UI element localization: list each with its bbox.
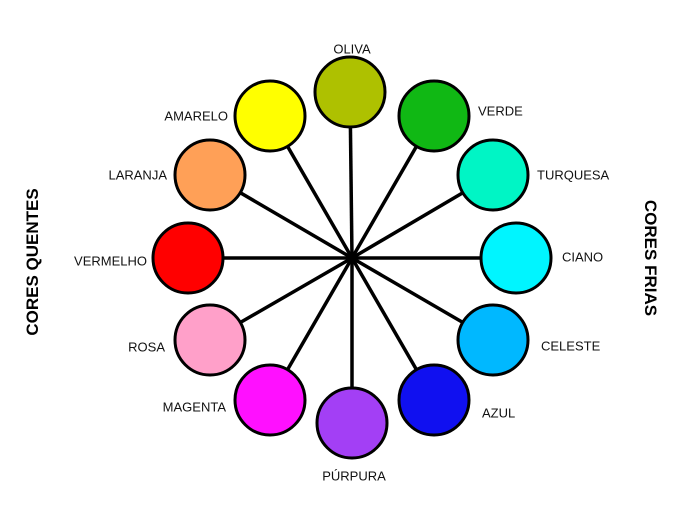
disc-vermelho xyxy=(151,221,225,295)
label-laranja: LARANJA xyxy=(108,167,167,182)
disc-celeste xyxy=(456,303,530,377)
color-discs xyxy=(151,55,553,460)
disc-purpura xyxy=(315,386,389,460)
label-magenta: MAGENTA xyxy=(163,399,227,414)
label-verde: VERDE xyxy=(478,103,523,118)
label-amarelo: AMARELO xyxy=(164,108,228,123)
warm-colors-label: CORES QUENTES xyxy=(23,188,42,335)
label-purpura: PÚRPURA xyxy=(322,468,386,483)
cool-colors-label: CORES FRIAS xyxy=(641,200,660,316)
disc-magenta xyxy=(233,363,307,437)
label-rosa: ROSA xyxy=(128,339,165,354)
label-turquesa: TURQUESA xyxy=(537,167,610,182)
color-labels: OLIVA VERDE TURQUESA CIANO CELESTE AZUL PÚRPUR… xyxy=(74,41,610,483)
label-ciano: CIANO xyxy=(562,249,603,264)
label-celeste: CELESTE xyxy=(541,338,601,353)
spokes xyxy=(188,91,516,423)
disc-turquesa xyxy=(456,138,530,212)
disc-verde xyxy=(397,79,471,153)
disc-rosa xyxy=(173,303,247,377)
label-vermelho: VERMELHO xyxy=(74,253,147,268)
disc-amarelo xyxy=(233,79,307,153)
label-oliva: OLIVA xyxy=(333,41,371,56)
disc-ciano xyxy=(479,221,553,295)
label-azul: AZUL xyxy=(482,405,515,420)
disc-azul xyxy=(397,363,471,437)
disc-laranja xyxy=(173,138,247,212)
disc-oliva xyxy=(313,55,387,129)
